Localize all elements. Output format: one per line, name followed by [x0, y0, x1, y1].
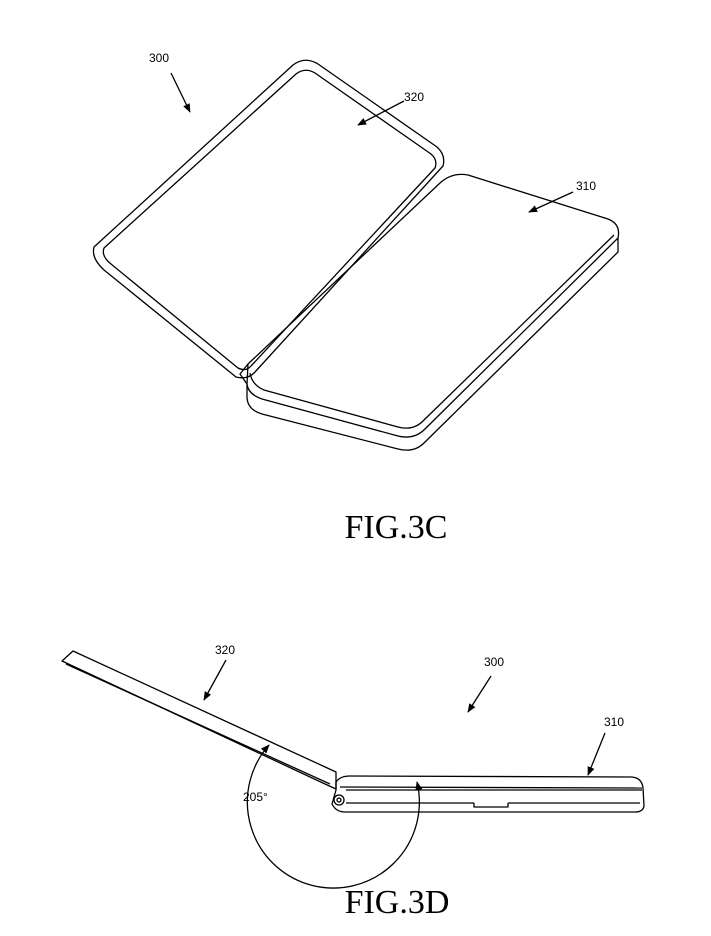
panel-320-3d [61, 650, 337, 790]
panel-320-3c [92, 59, 445, 379]
hinge-3d [333, 794, 345, 806]
caption-fig-3d: FIG.3D [345, 884, 450, 921]
label-300-3d: 300 [484, 655, 504, 669]
label-320-3d: 320 [215, 643, 235, 657]
angle-arc-205 [246, 744, 423, 889]
panel-310-3c [239, 173, 620, 451]
arrow-300-3d [467, 675, 492, 713]
arrow-310-3d [587, 732, 606, 776]
figure-3d [61, 650, 645, 889]
arrow-310-3c [528, 191, 574, 213]
label-300-3c: 300 [149, 51, 169, 65]
label-320-3c: 320 [404, 90, 424, 104]
panel-310-3d [331, 775, 645, 813]
label-angle-205: 205° [243, 790, 268, 804]
label-310-3c: 310 [576, 179, 596, 193]
label-310-3d: 310 [604, 715, 624, 729]
arrow-300-3c [170, 72, 191, 113]
figure-3c [92, 59, 620, 451]
caption-fig-3c: FIG.3C [345, 509, 448, 546]
arrow-320-3c [357, 100, 405, 126]
arrow-320-3d [203, 659, 227, 701]
